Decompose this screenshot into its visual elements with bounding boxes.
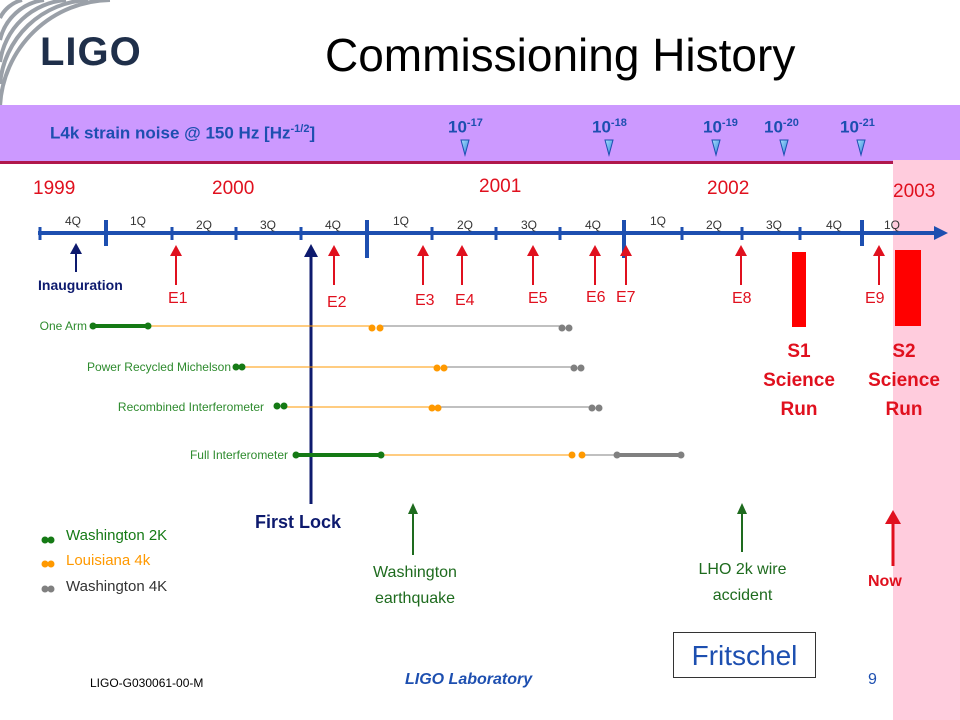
strain-marker-icon	[779, 139, 789, 157]
strain-band	[0, 105, 960, 162]
event-label: E9	[865, 290, 885, 307]
arrow-head-icon	[873, 245, 885, 256]
page-number: 9	[868, 671, 877, 688]
document-id: LIGO-G030061-00-M	[90, 676, 204, 690]
s1-run-bar	[792, 252, 806, 327]
arrow-head-icon	[408, 503, 418, 514]
strain-value: 10-20	[764, 117, 799, 137]
year-label: 2001	[479, 176, 522, 197]
legend-dot	[41, 585, 49, 593]
strain-value: 10-19	[703, 117, 738, 137]
footer-lab: LIGO Laboratory	[405, 671, 533, 688]
year-label: 2003	[893, 181, 936, 202]
quarter-label: 4Q	[325, 218, 342, 232]
ligo-logo: LIGO	[40, 30, 142, 74]
arrow-head-icon	[456, 245, 468, 256]
arrow-head-icon	[620, 245, 632, 256]
arrow-head-icon	[885, 510, 901, 524]
arrow-head-icon	[589, 245, 601, 256]
strain-value: 10-21	[840, 117, 875, 137]
quarter-label: 2Q	[196, 218, 213, 232]
year-label: 1999	[33, 178, 76, 199]
trace-one-arm	[89, 322, 573, 332]
legend-label: Washington 4K	[66, 578, 168, 595]
strain-noise-label: L4k strain noise @ 150 Hz [Hz-1/2]	[50, 123, 316, 143]
event-label: E4	[455, 292, 475, 309]
quarter-label: 3Q	[521, 218, 538, 232]
arrow-head-icon	[70, 243, 82, 254]
quarter-label: 1Q	[884, 218, 901, 232]
s2-run-bar	[895, 250, 921, 326]
year-label: 2002	[707, 178, 750, 199]
legend-label: Washington 2K	[66, 527, 168, 544]
quarter-label: 3Q	[766, 218, 783, 232]
year-label: 2000	[212, 178, 255, 199]
strain-value: 10-17	[448, 117, 483, 137]
trace-recombined-interferometer	[273, 402, 603, 412]
band-divider	[0, 161, 960, 164]
trace-label: Power Recycled Michelson	[86, 360, 231, 374]
arrow-head-icon	[304, 244, 318, 257]
trace-full-interferometer	[292, 451, 685, 459]
event-label: E8	[732, 290, 752, 307]
trace-label: Recombined Interferometer	[117, 400, 264, 414]
event-label: E2	[327, 294, 347, 311]
trace-label: Full Interferometer	[189, 448, 288, 462]
strain-value: 10-18	[592, 117, 627, 137]
event-label: E3	[415, 292, 435, 309]
trace-power-recycled-michelson	[232, 363, 585, 372]
legend-label: Louisiana 4k	[66, 552, 151, 569]
legend-dot	[41, 560, 49, 568]
legend-dot	[41, 536, 49, 544]
quarter-label: 3Q	[260, 218, 277, 232]
arrow-head-icon	[170, 245, 182, 256]
quarter-label: 4Q	[585, 218, 602, 232]
arrow-head-icon	[735, 245, 747, 256]
quarter-label: 4Q	[65, 214, 82, 228]
event-label: E6	[586, 289, 606, 306]
arrow-head-icon	[527, 245, 539, 256]
arrow-head-icon	[328, 245, 340, 256]
arrow-head-icon	[737, 503, 747, 514]
slide-title: Commissioning History	[325, 29, 796, 81]
strain-marker-icon	[856, 139, 866, 157]
strain-marker-icon	[460, 139, 470, 157]
quarter-label: 1Q	[393, 214, 410, 228]
strain-marker-icon	[711, 139, 721, 157]
first-lock-label: First Lock	[255, 512, 342, 532]
event-label: E5	[528, 290, 548, 307]
now-label: Now	[868, 573, 902, 590]
axis-arrow-icon	[934, 226, 948, 240]
ligo-logo-arcs	[0, 0, 111, 107]
inauguration-label: Inauguration	[38, 277, 123, 293]
trace-label: One Arm	[39, 319, 87, 333]
event-label: E1	[168, 290, 188, 307]
quarter-label: 4Q	[826, 218, 843, 232]
quarter-label: 2Q	[706, 218, 723, 232]
author-box: Fritschel	[673, 632, 816, 678]
arrow-head-icon	[417, 245, 429, 256]
quarter-label: 1Q	[130, 214, 147, 228]
strain-marker-icon	[604, 139, 614, 157]
quarter-label: 1Q	[650, 214, 667, 228]
quarter-label: 2Q	[457, 218, 474, 232]
event-label: E7	[616, 289, 636, 306]
